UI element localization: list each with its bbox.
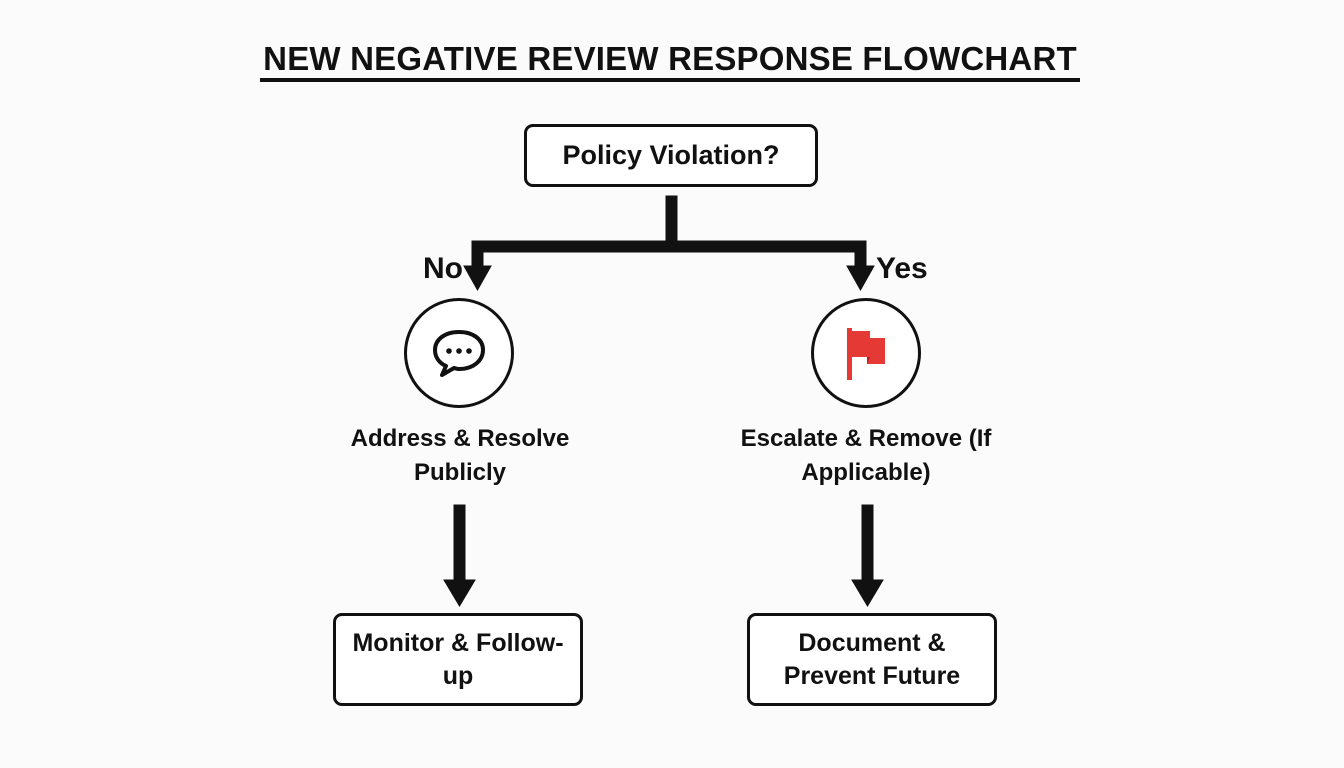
left-down-arrowhead (443, 579, 476, 607)
monitor-follow-up-node: Monitor & Follow-up (333, 613, 583, 706)
right-down-arrowhead (851, 579, 884, 607)
yes-branch-stem (854, 246, 867, 269)
no-branch-arrowhead (463, 265, 492, 292)
address-resolve-publicly-label: Address & Resolve Publicly (350, 425, 570, 486)
decision-stem-line (665, 195, 678, 245)
branch-crossbar (471, 240, 867, 253)
no-branch-label: No (423, 252, 463, 285)
document-prevent-future-node: Document & Prevent Future (747, 613, 997, 706)
flowchart-title: NEW NEGATIVE REVIEW RESPONSE FLOWCHART (260, 38, 1080, 82)
left-down-arrow-line (453, 504, 466, 585)
red-flag-icon (847, 328, 885, 380)
policy-violation-decision-node: Policy Violation? (524, 124, 818, 187)
red-flag-icon-circle (811, 298, 921, 408)
right-down-arrow-line (861, 504, 874, 585)
escalate-remove-label: Escalate & Remove (If Applicable) (740, 425, 992, 486)
chat-bubble-icon-circle (404, 298, 514, 408)
no-branch-stem (471, 246, 484, 269)
yes-branch-arrowhead (846, 265, 875, 292)
yes-branch-label: Yes (876, 252, 928, 285)
chat-bubble-icon (433, 330, 485, 377)
